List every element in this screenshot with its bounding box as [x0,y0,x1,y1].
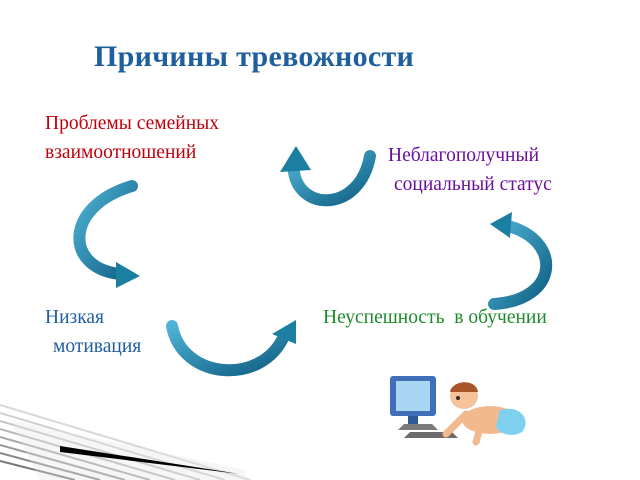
label-family-problems: Проблемы семейных взаимоотношений [45,109,219,167]
baby-computer-clipart [390,376,526,446]
baby-icon [442,382,526,446]
label-family-line2: взаимоотношений [45,142,197,163]
label-social-status: Неблагополучный социальный статус [388,141,552,199]
label-social-line2: социальный статус [394,174,552,195]
label-motivation-line1: Низкая [45,307,105,328]
slide-title: Причины тревожности [94,40,415,73]
label-social-line1: Неблагополучный [388,145,540,166]
label-learning-failure: Неуспешность в обучении [323,307,547,328]
arrow-right-icon [488,212,552,310]
arrow-bottom-icon [166,320,296,377]
label-motivation-line2: мотивация [53,336,142,357]
label-low-motivation: Низкая мотивация [45,303,141,361]
label-family-line1: Проблемы семейных [45,113,219,134]
arrow-top-icon [280,146,376,207]
computer-icon [390,376,458,438]
arrow-left-icon [73,180,140,288]
